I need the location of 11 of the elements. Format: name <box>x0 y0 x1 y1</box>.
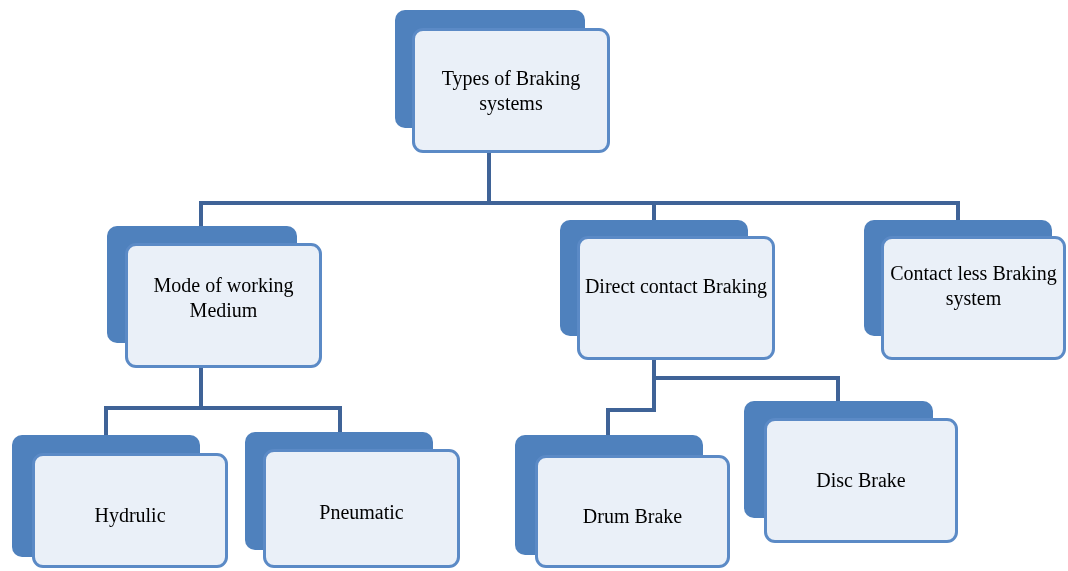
category-label: Drum Brake <box>582 504 683 529</box>
category-label: Contact less Braking system <box>889 261 1058 311</box>
category-label: Mode of working Medium <box>152 272 295 323</box>
connector-line <box>487 153 960 220</box>
category-label: Disc Brake <box>816 468 906 493</box>
connector-line <box>652 360 840 401</box>
category-label: Types of Braking systems <box>440 65 582 116</box>
category-label: Pneumatic <box>319 500 404 525</box>
connector-line <box>199 368 342 432</box>
category-label: Direct contact Braking <box>584 273 768 299</box>
category-label: Hydrulic <box>94 503 166 528</box>
